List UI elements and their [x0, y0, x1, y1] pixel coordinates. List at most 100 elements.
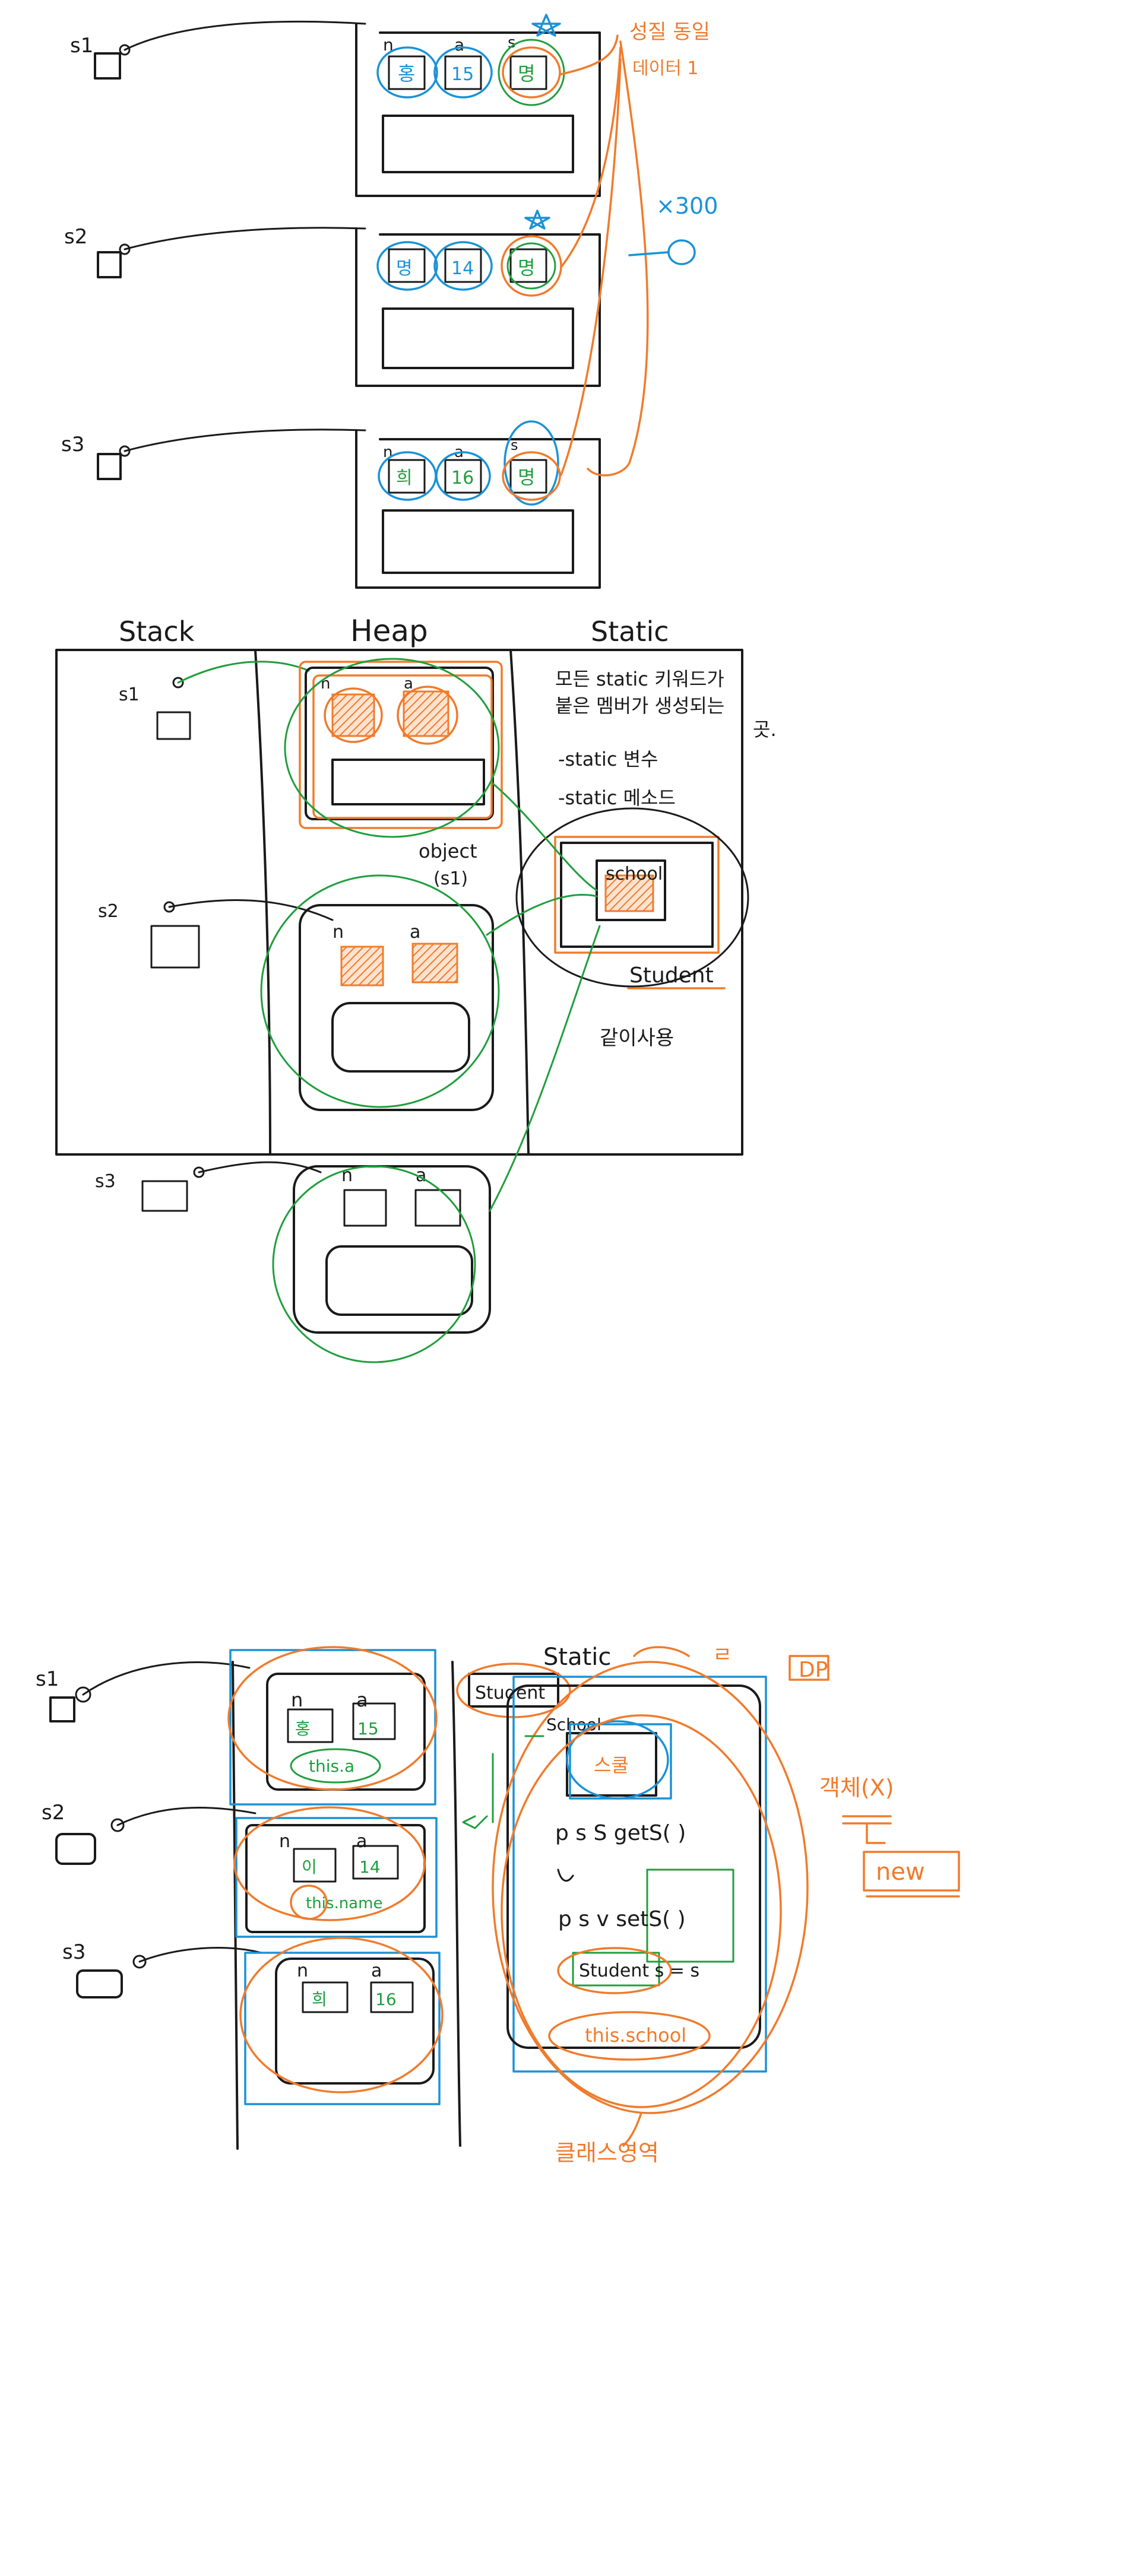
code-brace: [557, 1868, 574, 1882]
note-times: ×300: [656, 193, 718, 219]
object-note: 객체(X): [819, 1775, 894, 1801]
school-value: [604, 874, 654, 912]
ref-label-s3: s3: [62, 1940, 86, 1964]
ref-dot: [119, 243, 131, 255]
field-box-n: [388, 459, 426, 494]
heap-static-divider: [451, 1661, 461, 2147]
orange-circle: [239, 1937, 444, 2093]
ref-dot: [119, 44, 131, 56]
field-n-label: n: [291, 1689, 303, 1711]
orange-connector: [560, 34, 619, 75]
field-a-label: a: [356, 1689, 368, 1711]
method-area: [331, 759, 485, 805]
green-circle: [260, 874, 500, 1108]
ref-arrow: [177, 661, 310, 684]
set-param: Student s = s: [579, 1960, 699, 1981]
static-title: Static: [543, 1644, 611, 1671]
diagram-1: s1 n a s 홍 15 명 s2 명 14 명: [61, 14, 718, 589]
divider-stack-heap: [254, 649, 271, 1156]
field-slot-a: [403, 690, 449, 737]
ref-dot: [172, 677, 184, 689]
field-box-n: [388, 55, 426, 90]
header-static: Static: [591, 616, 669, 648]
value-name: 명: [396, 258, 413, 279]
this-note: this.name: [306, 1895, 382, 1912]
field-s-label: s: [511, 437, 518, 453]
value-name: 홍: [398, 62, 415, 85]
orange-arrow: [866, 1824, 886, 1844]
heap-object-s1: [305, 667, 494, 820]
value-name: 희: [396, 468, 413, 488]
green-link: [486, 894, 598, 936]
field-slot-n: [287, 1708, 334, 1743]
ref-arrow: [124, 429, 366, 452]
ref-arrow: [138, 1947, 262, 1963]
heap-object-s2: [245, 1824, 426, 1933]
new-label: new: [876, 1858, 925, 1886]
value-name: 홍: [295, 1719, 311, 1739]
ref-box-s3: [76, 1969, 123, 1998]
ref-label-s3: s3: [95, 1171, 116, 1192]
blue-circle: [566, 1720, 669, 1800]
shared-note: 같이사용: [600, 1026, 674, 1050]
field-a-label: a: [410, 922, 420, 943]
value-age: 14: [451, 258, 474, 279]
blue-circle: [435, 451, 491, 501]
note-same-property: 성질 동일: [629, 20, 710, 44]
blue-highlight: [244, 1952, 441, 2105]
school-value: 스쿨: [594, 1754, 629, 1776]
class-region: [506, 1684, 761, 2049]
ref-arrow: [124, 20, 366, 51]
field-slot-a: [411, 943, 458, 984]
field-slot-a: [370, 1981, 414, 2013]
field-slot-n: [340, 946, 384, 986]
blue-circle: [433, 241, 493, 291]
field-a-label: a: [404, 675, 413, 693]
memory-frame: [55, 649, 743, 1156]
ref-arrow: [82, 1661, 251, 1696]
orange-underline: [842, 1815, 892, 1825]
method-area: [382, 509, 574, 574]
school-label: school: [606, 864, 663, 884]
orange-circle: [397, 686, 458, 745]
object-box: [355, 227, 601, 387]
ref-box-s3: [141, 1180, 188, 1212]
student-class-body: [512, 1676, 767, 2073]
blue-circle: [504, 420, 559, 506]
field-box-a: [444, 459, 482, 494]
diagram-3: s1 s2 s3 n a 홍 15 this.a n a 이 14: [36, 1643, 960, 2166]
method-set: p s v setS( ): [558, 1907, 686, 1931]
value-school: 명: [518, 256, 535, 279]
ref-box-s1: [156, 711, 191, 740]
heap-object-s2: [299, 904, 494, 1111]
ref-label-s2: s2: [42, 1801, 65, 1825]
value-age: 15: [451, 64, 474, 85]
ref-dot: [132, 1955, 147, 1969]
field-a-label: a: [454, 35, 464, 55]
field-box-s: [509, 459, 547, 494]
object-label: object: [419, 840, 477, 862]
divider-heap-static: [509, 649, 530, 1156]
ref-dot: [119, 445, 131, 457]
green-box: [646, 1868, 734, 1963]
heap-object-s3: [275, 1958, 435, 2085]
value-age: 14: [359, 1857, 381, 1877]
orange-circle: [502, 46, 561, 99]
orange-highlight: [312, 674, 493, 819]
note-data: 데이터 1: [632, 58, 698, 79]
student-label: Student: [629, 963, 714, 988]
value-school: 명: [518, 466, 535, 488]
value-age: 16: [451, 468, 474, 488]
orange-connector: [560, 46, 622, 268]
ref-label-s2: s2: [64, 225, 87, 249]
class-area-label: 클래스영역: [555, 2140, 659, 2166]
blue-circle: [376, 241, 438, 291]
new-box: [863, 1851, 960, 1892]
field-n-label: n: [383, 35, 394, 55]
header-stack: Stack: [119, 616, 195, 648]
static-note: 모든 static 키워드가 붙은 멤버가 생성되는 곳.: [555, 668, 777, 741]
value-name: 희: [312, 1990, 327, 2009]
value-name: 이: [302, 1857, 317, 1877]
star-mark-icon: [531, 14, 561, 37]
